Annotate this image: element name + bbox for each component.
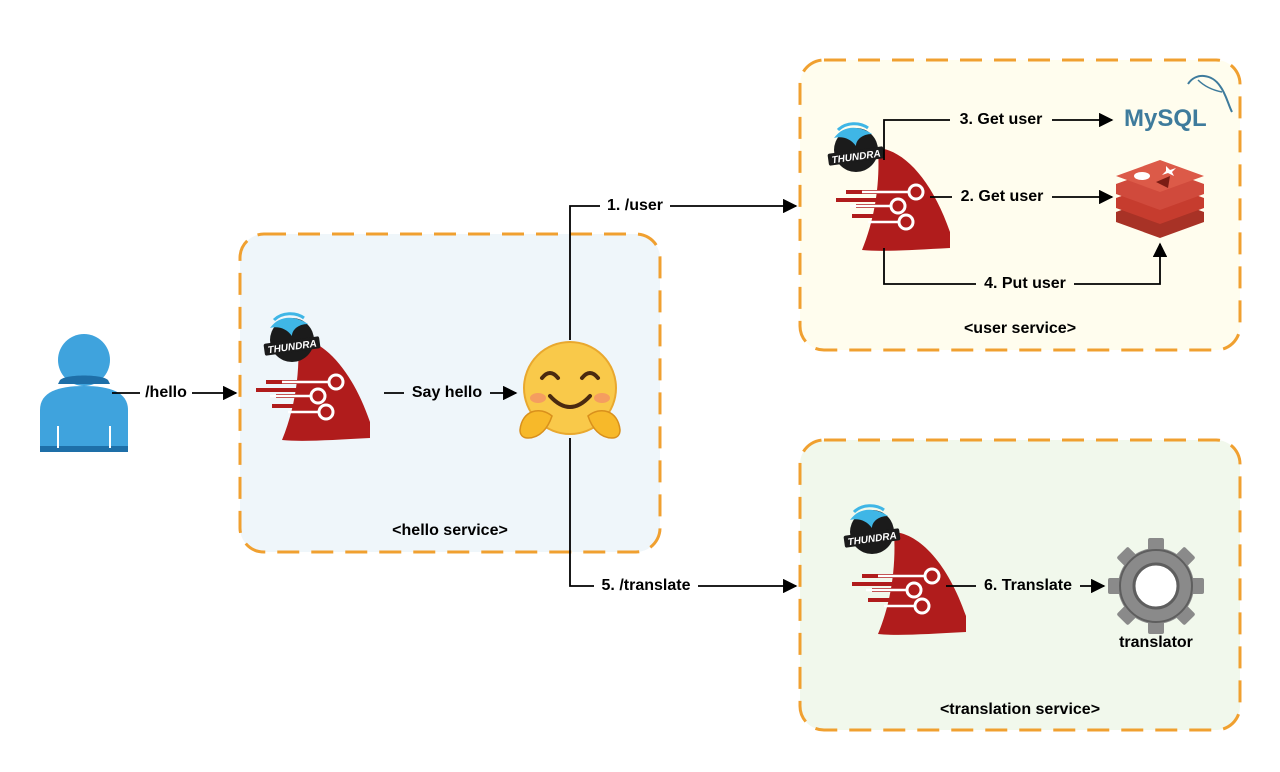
hello-service-label: <hello service>	[392, 522, 508, 539]
edge-translate-route-label: 5. /translate	[602, 577, 691, 594]
edge-say-hello-label-bg	[404, 381, 490, 401]
edge-say-hello-label: Say hello	[412, 384, 482, 401]
edge-put-user-label: 4. Put user	[984, 275, 1066, 292]
edge-translate-label-bg	[976, 574, 1080, 594]
redis-icon	[1116, 160, 1204, 238]
hug-emoji-icon	[519, 341, 621, 439]
edge-put-user-label-bg	[976, 272, 1074, 292]
gear-icon	[1108, 538, 1204, 634]
edge-user-label-bg	[600, 194, 670, 214]
mysql-logo-icon: MySQL	[1124, 75, 1233, 132]
edge-get-user-db-label-bg	[950, 108, 1052, 128]
edge-translate-route-line	[569, 438, 798, 594]
edge-hello-label-bg	[140, 382, 192, 402]
edge-get-user-db-label: 3. Get user	[960, 111, 1043, 128]
user-service-label: <user service>	[964, 320, 1076, 337]
edge-get-user-cache-label-bg	[952, 186, 1052, 206]
edge-translate-route-label-bg	[594, 574, 698, 594]
user-icon	[40, 334, 128, 452]
edge-user-line	[569, 198, 798, 340]
edge-translate-label: 6. Translate	[984, 577, 1072, 594]
mysql-logo-text: MySQL	[1124, 105, 1207, 132]
edge-hello-label: /hello	[145, 384, 187, 401]
translator-label: translator	[1119, 634, 1193, 651]
translation-service-label: <translation service>	[940, 701, 1100, 718]
edge-user-label: 1. /user	[607, 197, 663, 214]
edge-get-user-cache-label: 2. Get user	[961, 188, 1044, 205]
